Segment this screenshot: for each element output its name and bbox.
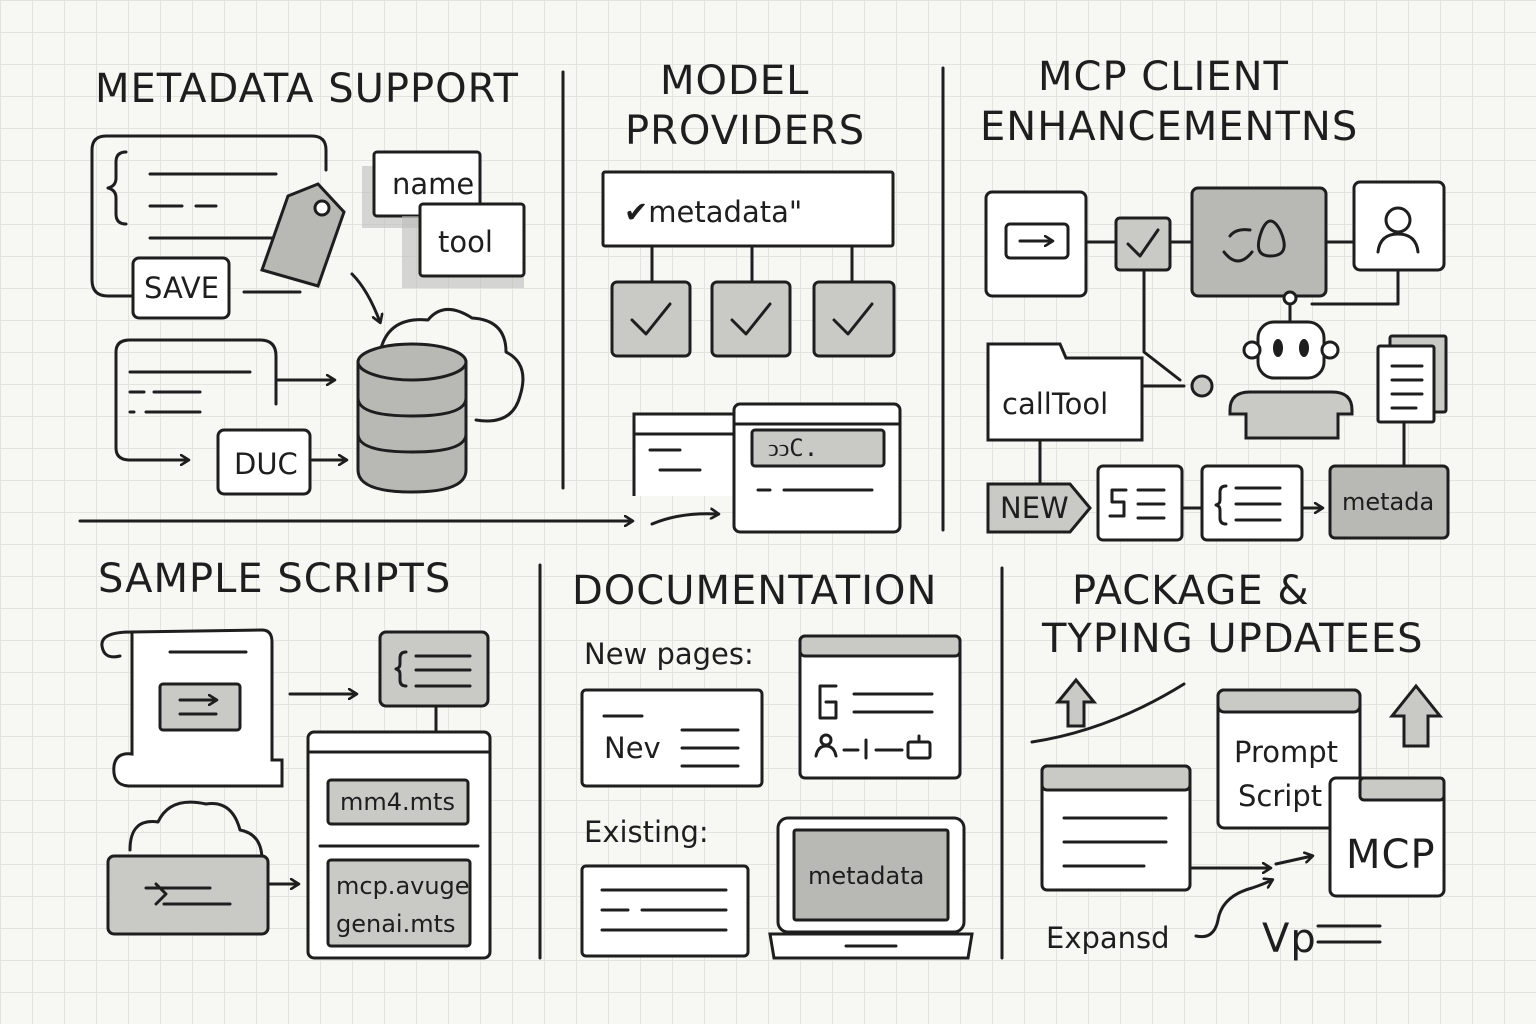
- save-button[interactable]: SAVE: [131, 256, 231, 320]
- file-list: mm4.mts mcp.avuge genai.mts: [306, 730, 492, 960]
- window-code: ↄↄC.: [768, 434, 818, 462]
- window-front: ↄↄC.: [732, 402, 902, 534]
- checkbox-icon-1: [610, 280, 692, 358]
- user-icon: [1352, 180, 1446, 272]
- code-icon: [1200, 464, 1304, 542]
- save-label: SAVE: [144, 271, 219, 305]
- code-card: [378, 630, 490, 734]
- connector-lines: [1038, 240, 1406, 508]
- document-stack-icon: [1376, 334, 1448, 424]
- checkbox-icon-3: [812, 280, 896, 358]
- metadata-bar: ✔metadata": [601, 170, 895, 248]
- section-sample-scripts: SAMPLE SCRIPTS mm4.mts mcp.avuge: [98, 556, 492, 960]
- metada-tag: metada: [1328, 464, 1450, 540]
- new-pages-label: New pages:: [584, 637, 754, 671]
- section-title-line1: PACKAGE &: [1072, 568, 1310, 614]
- prompt-line1: Prompt: [1234, 735, 1338, 769]
- section-title: DOCUMENTATION: [572, 568, 937, 614]
- up-arrow-icon-right: [1388, 683, 1444, 748]
- robot-icon: [1228, 290, 1354, 440]
- section-title-line2: PROVIDERS: [625, 108, 865, 154]
- editor-window: [1040, 764, 1192, 892]
- expansd-label: Expansd: [1046, 921, 1170, 955]
- existing-label: Existing:: [584, 815, 709, 849]
- metadata-bar-label: ✔metadata": [624, 195, 802, 229]
- command-card: [106, 854, 270, 936]
- section-mcp-client: MCP CLIENT ENHANCEMENTNS: [980, 54, 1450, 542]
- section-title-line2: TYPING UPDATEES: [1041, 616, 1424, 662]
- mcp-label: MCP: [1346, 832, 1436, 878]
- section-model-providers: MODEL PROVIDERS ✔metadata": [601, 58, 902, 534]
- vp-label: ᐯp: [1262, 916, 1317, 962]
- nev-label: Nev: [604, 731, 661, 765]
- tag-tool: tool: [402, 202, 526, 288]
- code-panel: [90, 134, 328, 298]
- section-metadata-support: METADATA SUPPORT SAVE name tool: [90, 66, 526, 496]
- database-icon: [356, 342, 468, 494]
- file1-label: mm4.mts: [340, 788, 455, 816]
- section-title-line2: ENHANCEMENTNS: [980, 104, 1358, 150]
- tag-name-label: name: [392, 167, 474, 201]
- section-dividers: [78, 66, 1004, 960]
- new-label: NEW: [1000, 491, 1069, 525]
- checkbox-icon-2: [710, 280, 792, 358]
- existing-card: [580, 864, 750, 958]
- prompt-line2: Script: [1238, 779, 1322, 813]
- section-package-typing: PACKAGE & TYPING UPDATEES Prompt Script …: [1030, 568, 1446, 962]
- doc-box: DUC: [216, 428, 312, 496]
- section-title: METADATA SUPPORT: [95, 66, 519, 112]
- new-page-card: Nev: [580, 688, 764, 788]
- laptop-icon: metadata: [768, 816, 974, 960]
- tool-window-icon: [1190, 186, 1328, 298]
- cloud-icon: [378, 308, 525, 423]
- calltool-folder[interactable]: callTool: [986, 342, 1144, 442]
- up-arrow-icon: [1054, 677, 1098, 728]
- file2-line2: genai.mts: [336, 910, 456, 938]
- list-icon: [1096, 464, 1184, 542]
- file2-line1: mcp.avuge: [336, 872, 470, 900]
- metada-label: metada: [1342, 488, 1434, 516]
- tag-icon: [260, 182, 346, 288]
- calltool-label: callTool: [1002, 387, 1108, 421]
- tag-tool-label: tool: [438, 225, 493, 259]
- laptop-label: metadata: [808, 862, 924, 890]
- section-title: SAMPLE SCRIPTS: [98, 556, 451, 602]
- cloud-icon: [128, 800, 264, 862]
- section-title-line1: MCP CLIENT: [1038, 54, 1289, 100]
- mcp-box: MCP: [1328, 776, 1446, 898]
- prompt-script-card: Prompt Script: [1216, 688, 1362, 830]
- section-documentation: DOCUMENTATION New pages: Nev Existing:: [572, 568, 974, 960]
- checkbox-icon: [1114, 216, 1172, 272]
- doc-panel: [114, 338, 334, 460]
- new-badge: NEW: [986, 482, 1092, 534]
- arrow-card-icon: [984, 190, 1088, 298]
- doc-label: DUC: [234, 447, 298, 481]
- scroll-icon: [100, 628, 284, 788]
- new-page-window: [798, 634, 962, 780]
- section-title-line1: MODEL: [660, 58, 809, 104]
